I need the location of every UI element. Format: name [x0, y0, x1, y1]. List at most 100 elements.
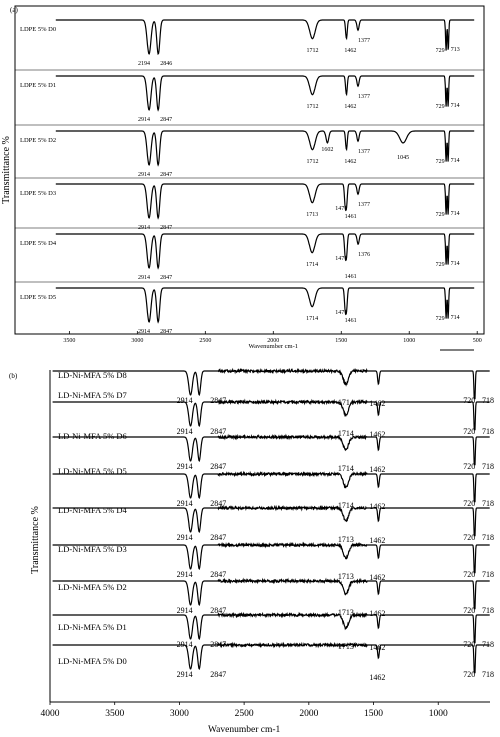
panel-b-peak-label: 2847: [210, 499, 226, 508]
panel-b-peak-label: 1462: [369, 536, 385, 545]
panel-a-peak-label: 729: [436, 316, 445, 322]
panel-b-peak-label: 720: [463, 533, 475, 542]
panel-a-peak-label: 1461: [345, 318, 357, 324]
panel-b-peak-label: 718: [482, 670, 494, 679]
panel-b-peak-label: 718: [482, 570, 494, 579]
panel-a-peak-label: 714: [451, 315, 460, 321]
panel-b-peak-label: 718: [482, 533, 494, 542]
panel-b-peak-label: 1462: [369, 573, 385, 582]
panel-a-series-name: LDPE 5% D5: [20, 294, 56, 301]
panel-a-peak-label: 1713: [306, 212, 318, 218]
panel-b-series-line: [52, 577, 490, 610]
panel-a-ylabel: Transmittance %: [1, 136, 12, 204]
panel-a-peak-label: 729: [436, 262, 445, 268]
panel-a-series-line: [55, 233, 475, 270]
panel-a-xtick-label: 500: [473, 338, 482, 344]
panel-b-peak-label: 1714: [338, 464, 354, 473]
panel-b-peak-label: 1714: [338, 398, 354, 407]
panel-a-peak-label: 1714: [306, 262, 318, 268]
panel-b-peak-label: 2847: [210, 533, 226, 542]
panel-b-series-name: LD-Ni-MFA 5% D6: [58, 431, 127, 441]
panel-b-peak-label: 718: [482, 396, 494, 405]
panel-a-peak-label: 2914: [138, 172, 150, 178]
panel-a-peak-label: 1377: [358, 94, 370, 100]
panel-a-series-name: LDPE 5% D2: [20, 137, 56, 144]
panel-b-peak-label: 1713: [338, 535, 354, 544]
panel-a-peak-label: 1045: [397, 155, 409, 161]
panel-a-label: (a): [10, 6, 18, 14]
panel-a-peak-label: 1462: [344, 104, 356, 110]
panel-a-series-name: LDPE 5% D3: [20, 190, 56, 197]
panel-a-peak-label: 714: [451, 158, 460, 164]
panel-a-peak-label: 1377: [358, 149, 370, 155]
panel-a-peak-label: 1376: [358, 252, 370, 258]
panel-a-peak-label: 729: [436, 159, 445, 165]
panel-a-series-name: LDPE 5% D4: [20, 240, 57, 247]
panel-a-peak-label: 1471: [335, 310, 347, 316]
panel-a-peak-label: 2847: [160, 275, 172, 281]
panel-b-peak-label: 1462: [369, 465, 385, 474]
panel-b-peak-label: 720: [463, 499, 475, 508]
panel-a-series-name: LDPE 5% D1: [20, 82, 56, 89]
panel-b-peak-label: 720: [463, 570, 475, 579]
panel-b-peak-label: 2847: [210, 606, 226, 615]
panel-b-peak-label: 720: [463, 462, 475, 471]
panel-b-series-line: [52, 541, 490, 574]
panel-b-series-name: LD-Ni-MFA 5% D7: [58, 390, 127, 400]
panel-b-series-name: LD-Ni-MFA 5% D8: [58, 370, 127, 380]
panel-a-peak-label: 2914: [138, 329, 150, 335]
panel-b-xtick-label: 4000: [41, 709, 60, 719]
panel-a-xtick-label: 2500: [199, 338, 211, 344]
panel-a-xtick-label: 3000: [131, 338, 143, 344]
panel-a-xtick-label: 1000: [403, 338, 415, 344]
panel-a-series-line: [55, 19, 475, 56]
panel-b-series-name: LD-Ni-MFA 5% D3: [58, 544, 127, 554]
panel-a-peak-label: 714: [451, 261, 460, 267]
panel-b-xtick-label: 1500: [364, 709, 383, 719]
panel-a-series-line: [55, 183, 475, 220]
panel-b-xtick-label: 3000: [170, 709, 189, 719]
panel-a-peak-label: 1377: [358, 202, 370, 208]
panel-a-peak-label: 713: [451, 47, 460, 53]
panel-a-series-line: [55, 75, 475, 112]
panel-a-peak-label: 1712: [306, 48, 318, 54]
panel-b-peak-label: 2914: [177, 462, 193, 471]
panel-b-peak-label: 718: [482, 462, 494, 471]
panel-a-peak-label: 2847: [160, 329, 172, 335]
panel-b-peak-label: 2914: [177, 499, 193, 508]
panel-b-series-line: [52, 641, 490, 674]
panel-a-peak-label: 1461: [345, 274, 357, 280]
panel-a-xlabel: Wavenumber cm-1: [249, 343, 298, 350]
panel-b-peak-label: 1713: [338, 608, 354, 617]
panel-b-peak-label: 1714: [338, 429, 354, 438]
panel-a-peak-label: 1471: [335, 256, 347, 262]
panel-a-xtick-label: 2000: [267, 338, 279, 344]
panel-b-peak-label: 720: [463, 427, 475, 436]
panel-b-peak-label: 2847: [210, 570, 226, 579]
panel-b-peak-label: 1462: [369, 673, 385, 682]
panel-a-series-line: [55, 287, 475, 324]
panel-a-peak-label: 2847: [160, 172, 172, 178]
panel-b-peak-label: 2847: [210, 427, 226, 436]
panel-b-series-name: LD-Ni-MFA 5% D4: [58, 505, 128, 515]
panel-b-peak-label: 1462: [369, 502, 385, 511]
panel-b-peak-label: 2914: [177, 670, 193, 679]
panel-b-xlabel: Wavenumber cm-1: [208, 725, 281, 735]
panel-b-xtick-label: 1000: [429, 709, 448, 719]
panel-b-peak-label: 2847: [210, 462, 226, 471]
panel-b-series-name: LD-Ni-MFA 5% D0: [58, 656, 127, 666]
panel-a-peak-label: 729: [436, 48, 445, 54]
panel-b-peak-label: 1462: [369, 609, 385, 618]
panel-b-peak-label: 2914: [177, 606, 193, 615]
panel-a-peak-label: 2914: [138, 117, 150, 123]
panel-b-series-line: [52, 367, 490, 400]
panel-a-peak-label: 1712: [306, 159, 318, 165]
panel-b-xtick-label: 2500: [235, 709, 254, 719]
panel-a-peak-label: 2846: [160, 61, 172, 67]
panel-a-xtick-label: 1500: [335, 338, 347, 344]
panel-b-peak-label: 2914: [177, 427, 193, 436]
panel-b-xtick-label: 3500: [105, 709, 124, 719]
panel-b-series-line: [52, 611, 490, 644]
